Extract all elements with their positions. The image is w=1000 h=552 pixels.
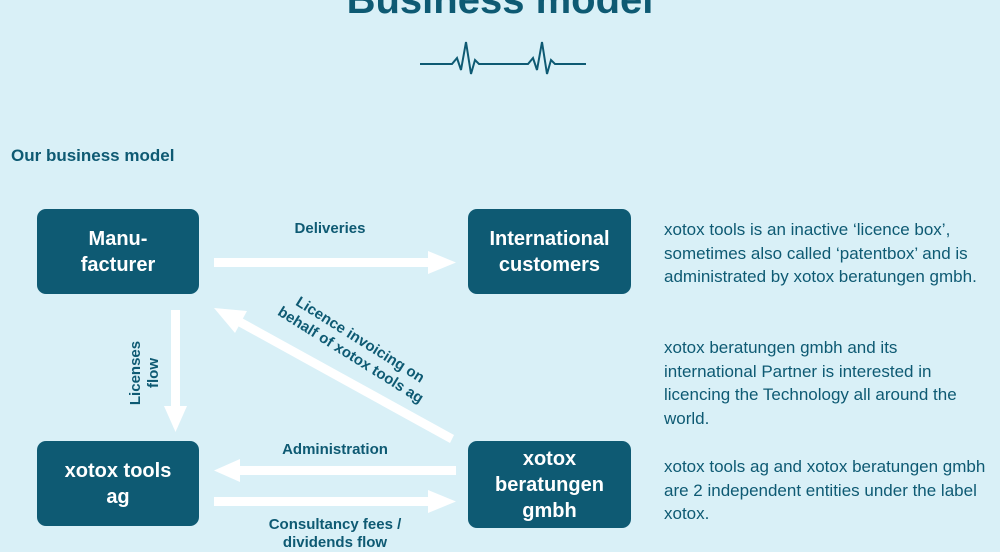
description-paragraph: xotox tools is an inactive ‘licence box’…	[664, 220, 977, 286]
section-subtitle: Our business model	[11, 146, 175, 165]
node-xotox-tools-ag: xotox tools ag	[37, 441, 199, 526]
arrow-administration	[214, 459, 456, 482]
node-manufacturer: Manu- facturer	[37, 209, 199, 294]
arrow-licence-invoicing	[214, 308, 454, 443]
node-xotox-beratungen-label: xotox beratungen gmbh	[495, 447, 604, 522]
node-xotox-beratungen: xotox beratungen gmbh	[468, 441, 631, 528]
description-paragraph: xotox tools ag and xotox beratungen gmbh…	[664, 457, 986, 523]
description-paragraph: xotox beratungen gmbh and its internatio…	[664, 338, 957, 428]
edge-label-deliveries: Deliveries	[294, 220, 366, 237]
node-international-customers: International customers	[468, 209, 631, 294]
edge-label-administration: Administration	[282, 441, 388, 458]
arrow-deliveries	[214, 251, 456, 274]
heartbeat-pulse-icon	[420, 41, 586, 75]
node-xotox-tools-ag-label: xotox tools ag	[64, 459, 172, 508]
edge-label-consultancy: Consultancy fees / dividends flow	[268, 516, 402, 551]
page-title: Business model	[346, 0, 654, 22]
node-manufacturer-label: Manu- facturer	[80, 227, 156, 276]
node-international-customers-label: International customers	[489, 227, 610, 276]
arrow-licenses-flow	[164, 310, 187, 432]
arrow-consultancy	[214, 490, 456, 513]
edge-label-licenses-flow: Licenses flow	[127, 340, 162, 406]
